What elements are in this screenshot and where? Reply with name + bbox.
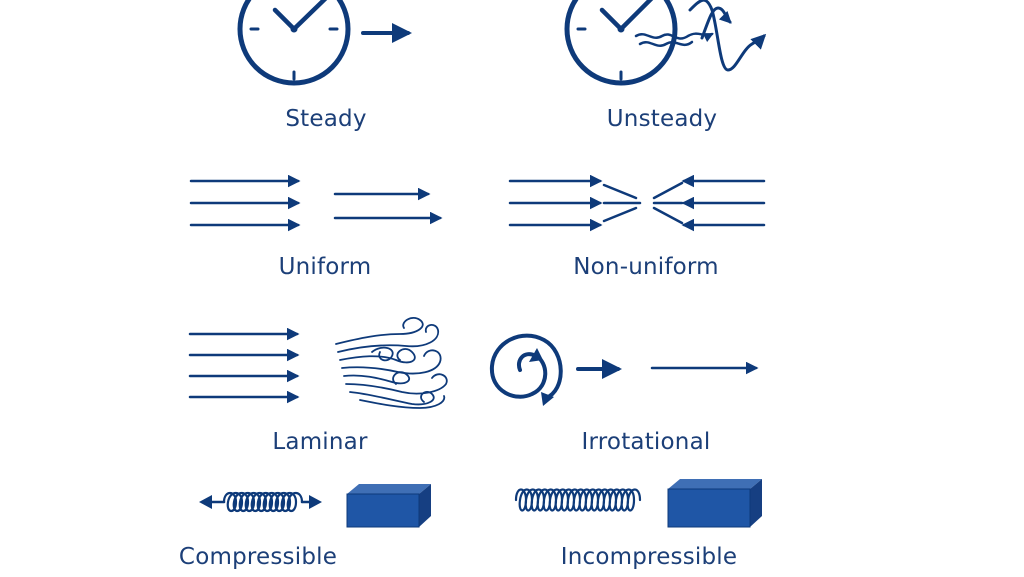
unsteady-clock-icon: [564, 0, 678, 86]
irrotational-label: Irrotational: [581, 429, 711, 455]
steady-clock-icon: [237, 0, 351, 86]
laminar-label: Laminar: [272, 429, 368, 455]
unsteady-label: Unsteady: [606, 106, 718, 132]
rotation-swirl-icon: [489, 333, 563, 406]
non-uniform-arrows-icon: [508, 174, 766, 232]
turbulent-swirls-icon: [335, 316, 448, 409]
non-uniform-label: Non-uniform: [573, 254, 719, 280]
incompressible-spring-icon: [514, 488, 642, 512]
unsteady-wave-icon: [634, 0, 767, 72]
incompressible-block-icon: [667, 479, 762, 528]
uniform-label: Uniform: [278, 254, 372, 280]
compressible-label: Compressible: [178, 544, 338, 570]
incompressible-label: Incompressible: [560, 544, 738, 570]
compressed-spring-icon: [199, 491, 322, 513]
laminar-arrows-icon: [188, 327, 300, 404]
uniform-arrows-icon: [189, 174, 443, 232]
compressible-block-icon: [346, 484, 431, 528]
steady-label: Steady: [285, 106, 367, 132]
